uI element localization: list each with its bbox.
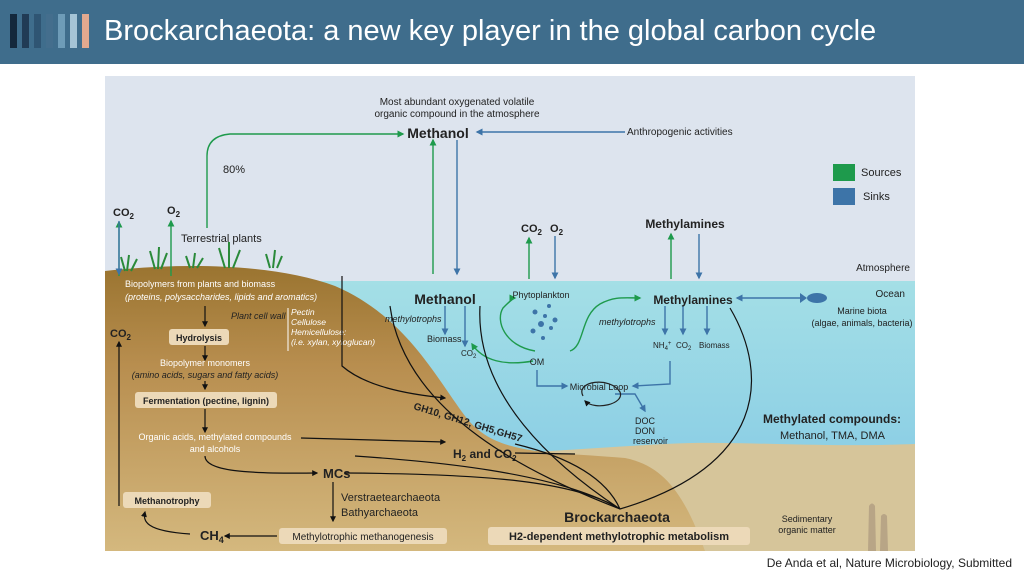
decor-bar: [70, 14, 77, 48]
nh4-label: NH4+: [653, 341, 672, 352]
o2-land-label: O2: [167, 205, 181, 219]
title-banner: Brockarchaeota: a new key player in the …: [0, 0, 1024, 64]
methanogenesis-label: Methylotrophic methanogenesis: [292, 532, 433, 543]
h2-metabolism-box: [488, 527, 750, 545]
organic-acids-label-2: and alcohols: [190, 444, 241, 454]
decor-bar: [82, 14, 89, 48]
marine-biota-sub-label: (algae, animals, bacteria): [811, 318, 912, 328]
atmosphere-label: Atmosphere: [856, 263, 910, 274]
source-arrows: [115, 130, 675, 364]
soil-land: [105, 265, 705, 551]
methylamines-atmosphere-label: Methylamines: [645, 217, 725, 231]
reservoir-label: reservoir: [633, 436, 668, 446]
microbial-loop-label: Microbial Loop: [570, 382, 629, 392]
verstraetearchaeota-label: Verstraetearchaeota: [341, 492, 441, 504]
ocean-label: Ocean: [876, 289, 905, 300]
decorative-bars: [10, 14, 89, 48]
co2-ocean-label: CO2: [521, 223, 543, 237]
methanol-description-line2: organic compound in the atmosphere: [374, 109, 540, 120]
biopolymers-sub-label: (proteins, polysaccharides, lipids and a…: [125, 292, 317, 302]
methylated-compounds-title: Methylated compounds:: [763, 412, 901, 426]
coral-icon: [868, 503, 888, 551]
methylamines-ocean-label: Methylamines: [653, 293, 733, 307]
fermentation-label: Fermentation (pectine, lignin): [143, 396, 269, 406]
hemicellulose-label: Hemicellulose:: [291, 327, 347, 337]
marine-biota-label: Marine biota: [837, 306, 887, 316]
methylated-compounds-list: Methanol, TMA, DMA: [780, 430, 886, 442]
organic-acids-label-1: Organic acids, methylated compounds: [138, 432, 292, 442]
terrestrial-plants-icon: [120, 242, 283, 272]
h2-metabolism-label: H2-dependent methylotrophic metabolism: [509, 531, 729, 543]
phytoplankton-label: Phytoplankton: [512, 290, 569, 300]
sources-legend-label: Sources: [861, 167, 902, 179]
methanotrophy-label: Methanotrophy: [135, 496, 200, 506]
decor-bar: [46, 14, 53, 48]
co2-land-label: CO2: [113, 207, 135, 221]
don-label: DON: [635, 426, 655, 436]
phytoplankton-icon: [530, 304, 558, 340]
sedimentary-label-2: organic matter: [778, 525, 836, 535]
ch4-label: CH4: [200, 528, 224, 545]
hydrolysis-label: Hydrolysis: [176, 333, 222, 343]
decor-bar: [10, 14, 17, 48]
methylotrophs-label-2: methylotrophs: [599, 317, 656, 327]
sinks-swatch: [833, 188, 855, 205]
methanol-description-line1: Most abundant oxygenated volatile: [380, 97, 535, 108]
monomers-sub-label: (amino acids, sugars and fatty acids): [132, 370, 279, 380]
microbial-loop-cycle: [581, 381, 621, 407]
monomers-label: Biopolymer monomers: [160, 358, 251, 368]
o2-ocean-label: O2: [550, 223, 564, 237]
slide-title: Brockarchaeota: a new key player in the …: [104, 15, 877, 47]
co2-soil-label: CO2: [110, 328, 132, 342]
process-arrows: [116, 276, 753, 539]
methylotrophs-label-1: methylotrophs: [385, 314, 442, 324]
sinks-legend-label: Sinks: [863, 191, 890, 203]
biomass-label-1: Biomass: [427, 334, 462, 344]
citation-text: De Anda et al, Nature Microbiology, Subm…: [766, 556, 1012, 570]
methanol-atmosphere-label: Methanol: [407, 125, 468, 141]
decor-bar: [34, 14, 41, 48]
cellulose-label: Cellulose: [291, 317, 326, 327]
mcs-label: MCs: [323, 466, 350, 481]
sedimentary-label-1: Sedimentary: [782, 514, 833, 524]
om-label: OM: [530, 357, 545, 367]
terrestrial-plants-label: Terrestrial plants: [181, 233, 262, 245]
decor-bar: [22, 14, 29, 48]
co2-ocean2-label: CO2: [676, 341, 692, 352]
fish-icon: [800, 293, 827, 303]
methanol-ocean-label: Methanol: [414, 291, 475, 307]
co2-small-label: CO2: [461, 349, 477, 360]
doc-label: DOC: [635, 416, 656, 426]
anthropogenic-label: Anthropogenic activities: [627, 127, 733, 138]
bathyarchaeota-label: Bathyarchaeota: [341, 507, 419, 519]
methanotrophy-box: [123, 492, 211, 508]
carbon-cycle-diagram: Most abundant oxygenated volatile organi…: [105, 76, 915, 551]
sink-arrows: [115, 128, 805, 413]
pectin-label: Pectin: [291, 307, 315, 317]
methanogenesis-box: [279, 528, 447, 544]
decor-bar: [58, 14, 65, 48]
percent-label: 80%: [223, 164, 245, 176]
biomass-label-2: Biomass: [699, 341, 730, 350]
sources-swatch: [833, 164, 855, 181]
biopolymers-label: Biopolymers from plants and biomass: [125, 279, 276, 289]
xylan-label: (i.e. xylan, xyloglucan): [291, 337, 375, 347]
plant-cell-wall-label: Plant cell wall: [231, 311, 287, 321]
hydrolysis-box: [169, 329, 229, 345]
brockarchaeota-label: Brockarchaeota: [564, 509, 670, 525]
fermentation-box: [135, 392, 277, 408]
